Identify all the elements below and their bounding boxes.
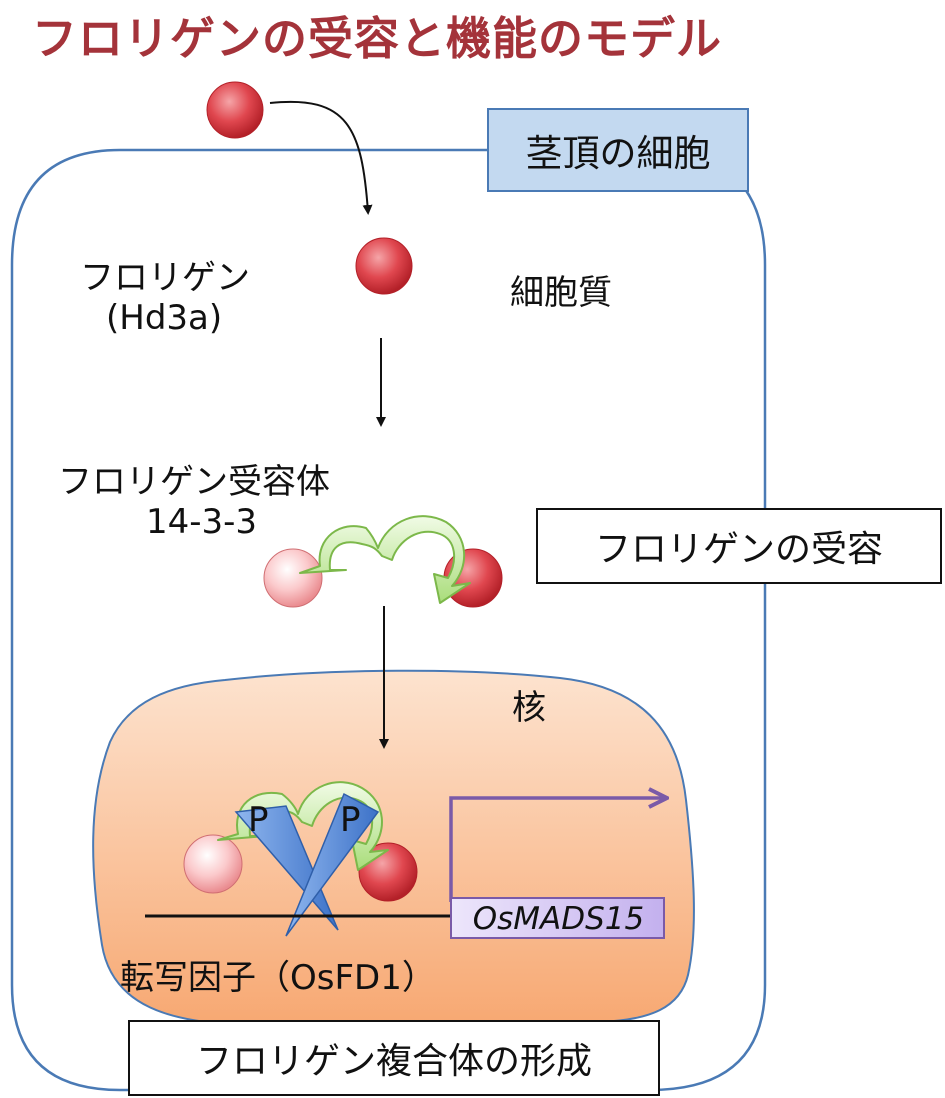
- florigen-cytoplasm: [355, 237, 413, 295]
- reception-box: フロリゲンの受容: [536, 508, 942, 584]
- receptor-name-label: 14-3-3: [146, 502, 258, 542]
- gene-text: OsMADS15: [472, 901, 645, 937]
- nucleus-label: 核: [512, 688, 546, 728]
- florigen-label: フロリゲン: [80, 258, 250, 298]
- florigen-complex-left: [183, 834, 243, 894]
- apex-cell-text: 茎頂の細胞: [525, 132, 711, 175]
- osfd1-right: [285, 792, 380, 937]
- receptor-dimer: [299, 515, 471, 604]
- diagram-title: フロリゲンの受容と機能のモデル: [32, 12, 723, 65]
- phospho-label-1: P: [248, 800, 269, 840]
- tf-label: 転写因子（OsFD1）: [120, 958, 436, 998]
- apex-cell-label: 茎頂の細胞: [487, 108, 749, 192]
- cytoplasm-label: 細胞質: [510, 273, 612, 313]
- receptor-label: フロリゲン受容体: [58, 462, 330, 502]
- reception-text: フロリゲンの受容: [594, 529, 883, 570]
- entry-arrow: [269, 100, 373, 215]
- florigen-bound-left: [263, 548, 323, 608]
- complex-text: フロリゲン複合体の形成: [195, 1041, 592, 1082]
- receptor-complex: [217, 781, 389, 871]
- gene-box: [450, 897, 665, 939]
- florigen-name-label: (Hd3a): [106, 298, 223, 338]
- phospho-label-2: P: [340, 800, 361, 840]
- complex-box: フロリゲン複合体の形成: [128, 1020, 660, 1096]
- transcription-arrow: [449, 798, 665, 902]
- gene-label: OsMADS15: [451, 898, 666, 940]
- florigen-outside: [206, 81, 264, 139]
